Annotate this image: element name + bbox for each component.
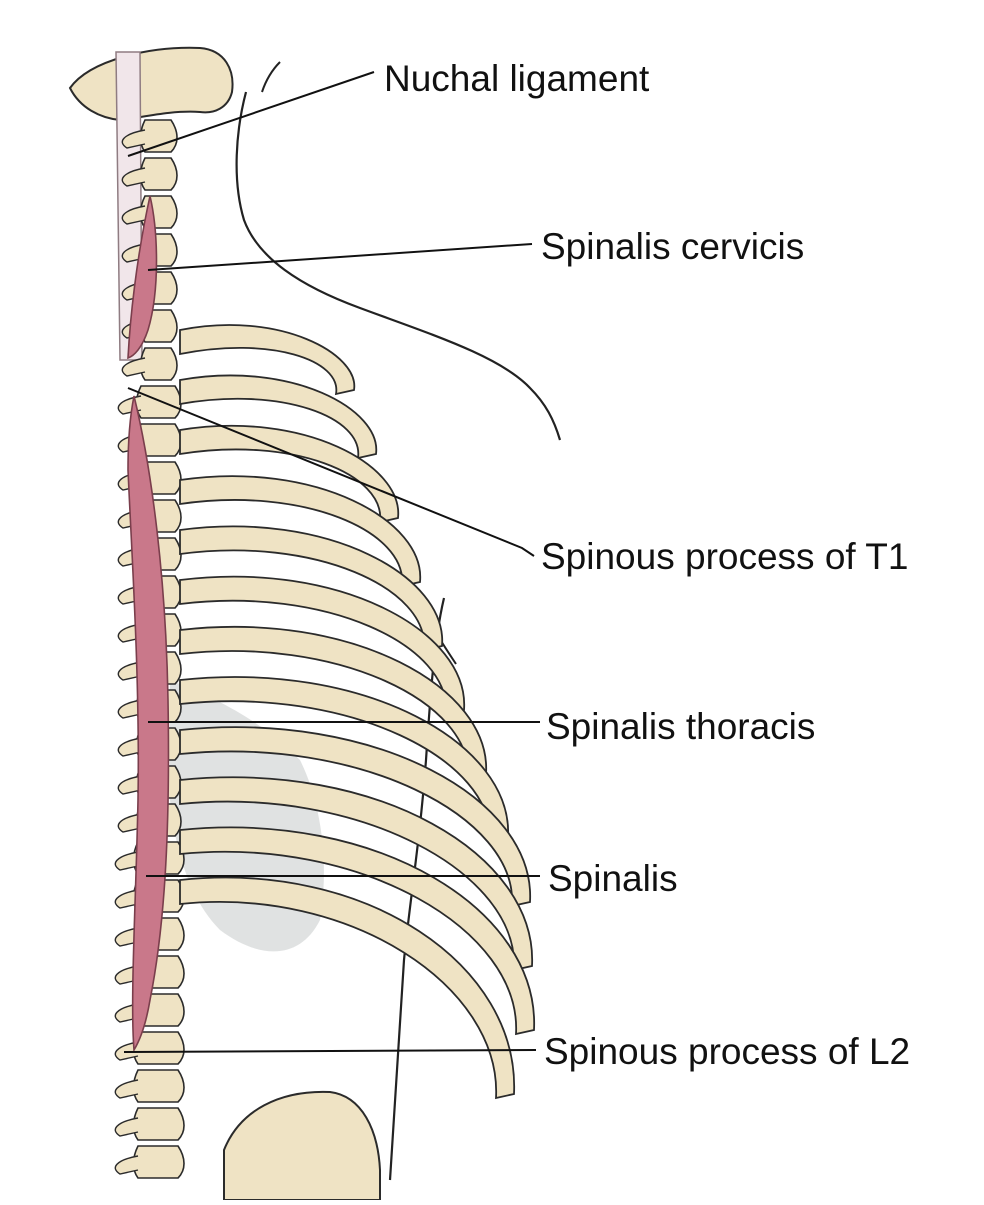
transverse-process (121, 129, 146, 149)
transverse-process (114, 889, 139, 909)
transverse-process (117, 813, 142, 833)
rib (179, 826, 535, 1036)
leader-line-spinalis-cervicis (147, 243, 533, 271)
rib (179, 374, 377, 460)
transverse-process (114, 927, 139, 947)
neck-skin-outline (235, 91, 562, 441)
rib (179, 776, 533, 972)
label-spinous-process-l2: Spinous process of L2 (544, 1031, 911, 1072)
transverse-process (114, 1117, 139, 1137)
rib (179, 324, 356, 396)
label-spinalis: Spinalis (548, 858, 678, 899)
iliac-crest (223, 1090, 381, 1201)
leader-line-nuchal-ligament (127, 71, 375, 157)
rib (179, 425, 399, 524)
rib-cage (179, 324, 535, 1100)
leader-lines (123, 71, 540, 1053)
occipital-bone (68, 46, 234, 122)
transverse-process (121, 357, 146, 377)
transverse-process (114, 1155, 139, 1175)
rib (179, 876, 515, 1100)
leader-line-spinous-process-t1 (127, 387, 535, 557)
transverse-process (117, 699, 142, 719)
vertebra (139, 347, 178, 381)
transverse-process (114, 851, 139, 871)
spinalis-cervicis-muscle (127, 195, 158, 360)
transverse-process (121, 167, 146, 187)
label-spinalis-cervicis: Spinalis cervicis (541, 226, 805, 267)
vertebra (139, 119, 178, 153)
neck-skin-outline-top (261, 61, 281, 93)
transverse-process (117, 737, 142, 757)
vertebra (132, 1107, 185, 1141)
transverse-process (121, 205, 146, 225)
transverse-process (114, 1079, 139, 1099)
transverse-process (117, 775, 142, 795)
label-spinous-process-t1: Spinous process of T1 (541, 536, 909, 577)
vertebra (135, 385, 182, 419)
label-nuchal-ligament: Nuchal ligament (384, 58, 650, 99)
transverse-process (117, 661, 142, 681)
leader-line-spinous-process-l2 (123, 1049, 537, 1053)
vertebra (132, 1069, 185, 1103)
label-spinalis-thoracis: Spinalis thoracis (546, 706, 816, 747)
vertebra (139, 157, 178, 191)
vertebra (132, 1145, 185, 1179)
